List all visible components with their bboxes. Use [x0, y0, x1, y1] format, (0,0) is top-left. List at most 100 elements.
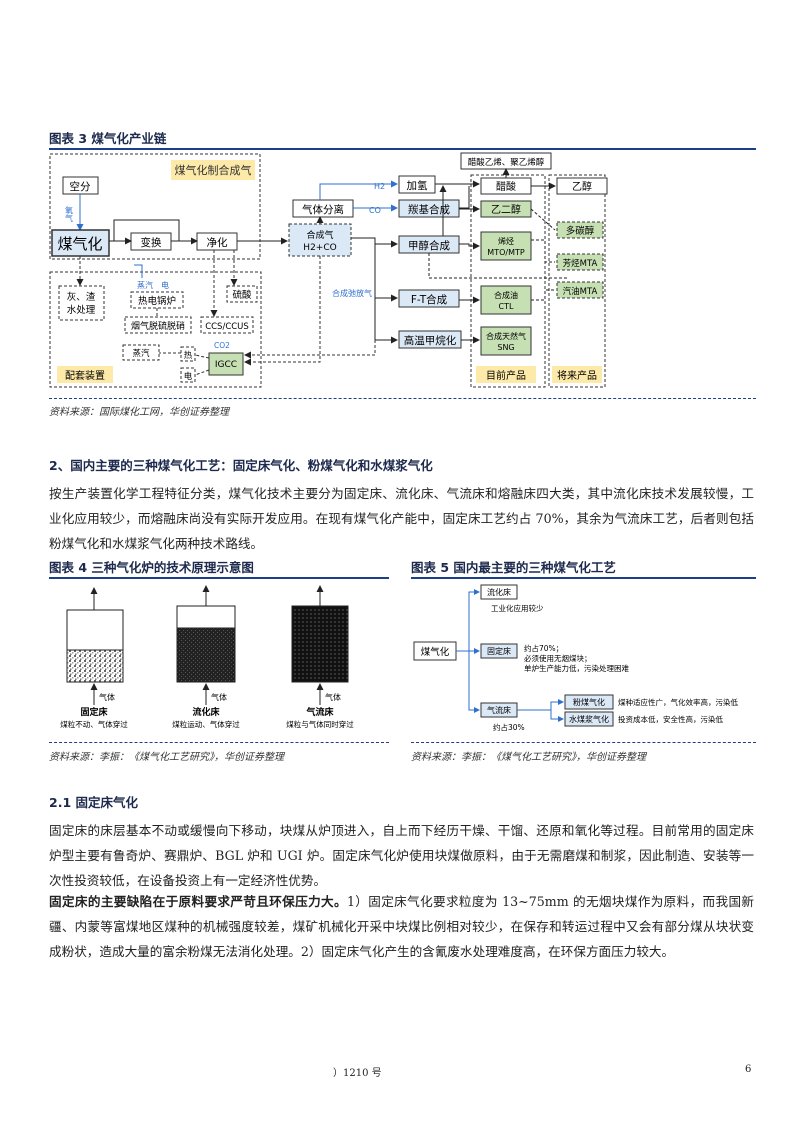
fig5-source: 资料来源：李振：《煤气化工艺研究》，华创证券整理 — [411, 752, 646, 763]
fixed-note-2: 必须使用无烟煤块； — [524, 653, 592, 663]
fixed-note-3: 单炉生产能力低，污染处理困难 — [524, 663, 629, 673]
ash-box — [58, 285, 105, 321]
slurry-note: 投资成本低，安全性高，污染低 — [618, 714, 723, 724]
fixed-text: 固定床 — [487, 646, 511, 656]
ccs-box — [200, 316, 254, 334]
ccs-text: CCS/CCUS — [205, 322, 249, 332]
fixed-bed-gas-label: 气体 — [99, 692, 115, 702]
fluidized-bed-desc: 煤粒运动、气体穿过 — [172, 719, 240, 729]
fig4-title-rule — [49, 577, 389, 579]
fluidized-bed-reactor — [176, 585, 236, 705]
ethylene-glycol-text: 乙二醇 — [491, 203, 521, 216]
fluidized-note: 工业化应用较少 — [491, 603, 544, 613]
supporting-label-bg — [57, 366, 113, 383]
current-products-label: 目前产品 — [486, 369, 526, 382]
heat-box — [180, 346, 196, 362]
co2-label: CO2 — [214, 341, 230, 350]
fixed-bed-desc: 煤粒不动、气体穿过 — [60, 719, 128, 729]
gasification-box — [51, 229, 110, 257]
root-text: 煤气化 — [421, 646, 450, 658]
entrained-note: 约占30% — [493, 722, 525, 732]
polyol-text: 多碳醇 — [566, 225, 595, 237]
steam-text: 蒸汽 — [132, 348, 150, 359]
pulverized-box — [564, 694, 614, 710]
acetic-acid-text: 醋酸 — [496, 180, 516, 193]
section21-heading: 2.1 固定床气化 — [49, 795, 138, 810]
synoil-text: 合成油 — [494, 290, 518, 300]
sulfuric-box — [226, 285, 258, 303]
supporting-facilities-group — [49, 271, 262, 388]
entrained-flow-reactor — [291, 585, 349, 705]
fig4-gasifier-principle-diagram: 气体 固定床 煤粒不动、气体穿过 气体 流化床 煤粒运动、气体穿过 气体 气流床… — [60, 585, 354, 729]
ethanol-text: 乙醇 — [572, 180, 592, 193]
syngas-text: 合成气 — [306, 229, 333, 241]
gas-separation-text: 气体分离 — [302, 203, 344, 216]
fig5-source-rule — [411, 742, 756, 743]
ethanol-box — [556, 177, 608, 195]
syngas-production-label: 煤气化制合成气 — [175, 163, 252, 177]
fig4-source: 资料来源：李振：《煤气化工艺研究》，华创证券整理 — [49, 752, 284, 763]
fig5-gasification-process-tree: 煤气化 流化床 工业化应用较少 固定床 约占70%； 必须使用无烟煤块； 单炉生… — [413, 584, 738, 732]
olefins-text: 烯烃 — [498, 236, 514, 246]
sng-text: SNG — [497, 343, 514, 352]
current-products-label-bg — [476, 366, 536, 383]
igcc-text: IGCC — [215, 360, 237, 370]
ash-text: 灰、渣 — [67, 291, 96, 303]
ft-box — [398, 289, 460, 308]
syngas-production-group — [49, 153, 261, 260]
fixed-bed-reactor — [66, 587, 124, 705]
purify-text: 净化 — [207, 236, 228, 249]
flue-gas-text: 烟气脱硫脱硝 — [131, 320, 185, 332]
fig3-title-rule — [49, 148, 756, 150]
pulverized-note: 煤种适应性广，气化效率高，污染低 — [618, 697, 738, 707]
steam-elec-steam-label: 蒸汽 — [137, 280, 153, 290]
gasification-text: 煤气化 — [57, 235, 102, 253]
entrained-flow-gas-label: 气体 — [325, 692, 341, 702]
supporting-label: 配套装置 — [65, 369, 105, 382]
boiler-box — [130, 291, 184, 309]
boiler-text: 热电锅炉 — [138, 295, 176, 307]
fig3-source-rule — [49, 398, 756, 399]
polyol-box — [556, 221, 604, 239]
section21-paragraph-2-bold: 固定床的主要缺陷在于原料要求严苛且环保压力大。 — [49, 894, 347, 909]
pulverized-text: 粉煤气化 — [573, 697, 605, 707]
fig5-title-rule — [411, 577, 756, 579]
shift-text: 变换 — [141, 236, 162, 249]
carbonyl-text: 羰基合成 — [408, 203, 450, 216]
footer-report-number: ）1210 号 — [333, 1068, 382, 1079]
entrained-text: 气流床 — [487, 705, 511, 715]
fig4-title: 图表 4 三种气化炉的技术原理示意图 — [49, 560, 254, 575]
section21-paragraph-2: 固定床的主要缺陷在于原料要求严苛且环保压力大。1）固定床气化要求粒度为 13~7… — [49, 889, 754, 964]
fluidized-box — [480, 584, 518, 600]
footer-page-number: 6 — [745, 1064, 752, 1075]
heat-text: 热 — [184, 350, 193, 361]
flue-gas-box — [124, 316, 192, 334]
synoil-box — [480, 285, 532, 315]
current-products-group — [470, 174, 546, 388]
ctl-text: CTL — [499, 302, 514, 311]
sng-box — [480, 326, 532, 356]
entrained-flow-name: 气流床 — [305, 706, 334, 718]
olefins-box — [480, 231, 532, 261]
fixed-box — [480, 643, 518, 659]
section21-paragraph-2-rest: 1）固定床气化要求粒度为 13~75mm 的无烟块煤作为原料，而我国新疆、内蒙等… — [49, 894, 754, 959]
slurry-box — [564, 711, 614, 727]
future-products-group — [548, 174, 606, 388]
ft-text: F-T合成 — [411, 293, 448, 306]
gasoline-box — [556, 281, 604, 299]
sng-cn-text: 合成天然气 — [486, 331, 526, 341]
fig4-source-rule — [49, 742, 389, 743]
section2-paragraph: 按生产装置化学工程特征分类，煤气化技术主要分为固定床、流化床、气流床和熔融床四大… — [49, 486, 754, 551]
methanol-text: 甲醇合成 — [408, 239, 450, 252]
acetate-top-text: 醋酸乙烯、聚乙烯醇 — [468, 157, 545, 168]
co-label: CO — [369, 206, 381, 215]
slurry-text: 水煤浆气化 — [569, 714, 609, 724]
gasoline-text: 汽油MTA — [563, 286, 598, 297]
elec-text: 电 — [184, 371, 193, 382]
steam-box — [122, 344, 160, 361]
entrained-flow-desc: 煤粒与气体同时穿过 — [286, 719, 354, 729]
aromatics-box — [556, 253, 604, 271]
mto-text: MTO/MTP — [487, 248, 525, 257]
oxygen-label: 氧气 — [65, 205, 74, 222]
syngas-production-label-bg — [171, 160, 255, 180]
